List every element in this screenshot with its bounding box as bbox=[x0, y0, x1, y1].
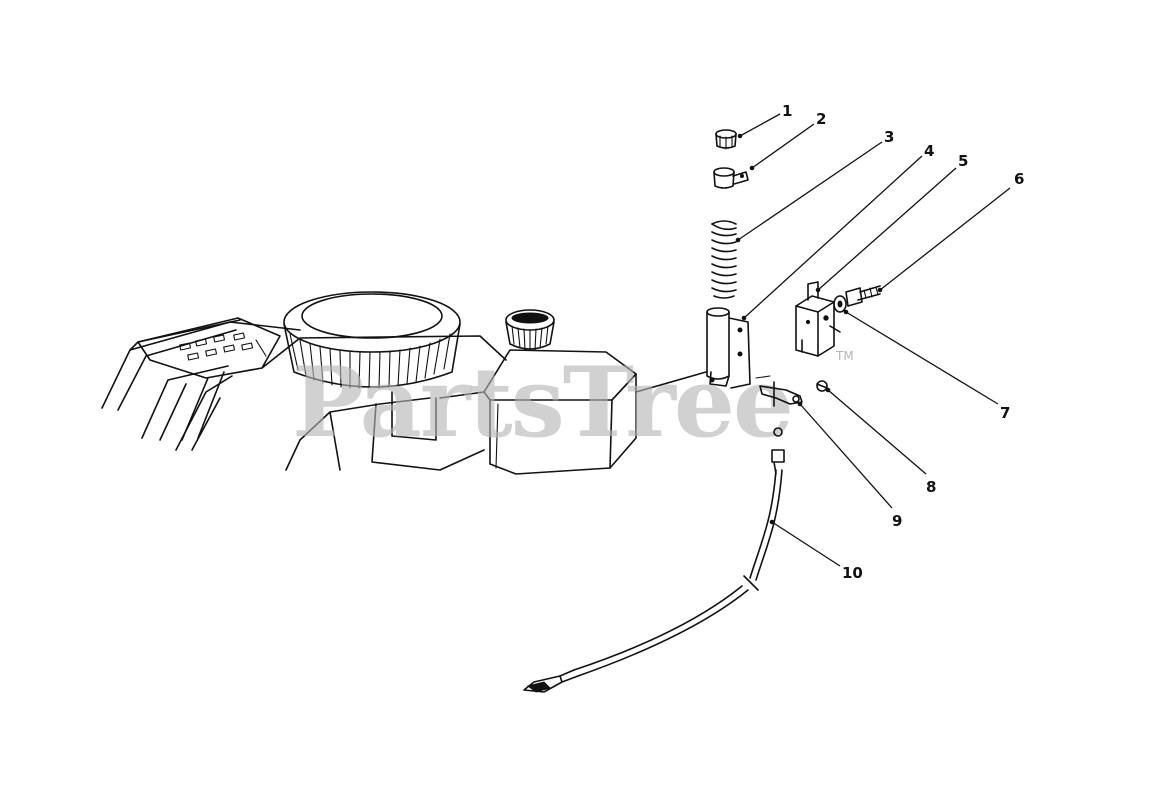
callouts: 1 2 3 4 5 6 7 bbox=[735, 102, 1024, 582]
watermark-text: PartsTree bbox=[292, 346, 792, 459]
starter-ribs bbox=[289, 333, 451, 389]
callout-label-8: 8 bbox=[926, 478, 936, 496]
throttle-link-line bbox=[635, 371, 707, 393]
callout-4: 4 bbox=[741, 142, 934, 321]
part-6-screw bbox=[845, 285, 881, 307]
fuel-cap bbox=[505, 309, 555, 351]
part-10-cable bbox=[523, 427, 785, 693]
part-5-switch bbox=[795, 281, 841, 357]
callout-label-9: 9 bbox=[892, 512, 902, 530]
callout-6: 6 bbox=[877, 170, 1024, 293]
callout-2: 2 bbox=[749, 110, 826, 171]
watermark: PartsTree TM bbox=[292, 346, 854, 459]
watermark-trademark: TM bbox=[835, 349, 854, 363]
control-panel-slots bbox=[179, 332, 267, 361]
part-2-cap bbox=[713, 167, 749, 189]
callout-3: 3 bbox=[735, 128, 894, 243]
callout-9: 9 bbox=[797, 401, 902, 530]
callout-label-7: 7 bbox=[1000, 404, 1010, 422]
callout-1: 1 bbox=[737, 102, 792, 139]
engine-housing bbox=[261, 335, 507, 471]
part-4-bracket bbox=[706, 307, 751, 389]
callout-label-6: 6 bbox=[1014, 170, 1024, 188]
callout-label-4: 4 bbox=[924, 142, 934, 160]
callout-label-1: 1 bbox=[782, 102, 792, 120]
callout-label-10: 10 bbox=[842, 564, 863, 582]
callout-5: 5 bbox=[815, 152, 968, 293]
callout-label-3: 3 bbox=[884, 128, 894, 146]
callout-label-5: 5 bbox=[958, 152, 968, 170]
callout-label-2: 2 bbox=[816, 110, 826, 128]
part-1-knob bbox=[715, 129, 737, 150]
part-3-spring bbox=[711, 220, 737, 299]
callout-7: 7 bbox=[843, 309, 1010, 422]
fuel-tank bbox=[483, 309, 637, 475]
deck-rails bbox=[101, 317, 301, 451]
callout-10: 10 bbox=[769, 519, 863, 582]
callout-8: 8 bbox=[825, 387, 936, 496]
starter-cover bbox=[283, 291, 461, 389]
engine-assembly bbox=[101, 291, 707, 475]
part-8-screw bbox=[816, 380, 828, 392]
part-7-washer bbox=[833, 295, 847, 313]
part-9-clamp bbox=[755, 375, 803, 407]
